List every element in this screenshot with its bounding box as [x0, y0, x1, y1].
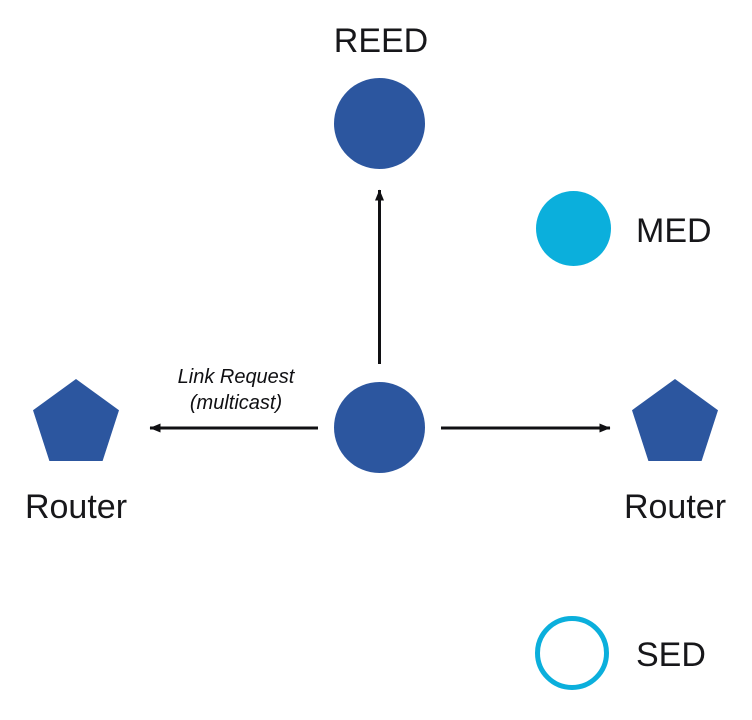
node-source-shape[interactable]	[334, 382, 425, 473]
node-reed-shape[interactable]	[334, 78, 425, 169]
node-label-sed: SED	[636, 636, 706, 674]
edge-labels-group: Link Request (multicast)	[178, 366, 296, 414]
node-label-router-right: Router	[624, 488, 726, 526]
edge-label-link-request-line2: (multicast)	[190, 392, 282, 414]
node-router-right-shape[interactable]	[632, 379, 718, 461]
node-label-med: MED	[636, 212, 712, 250]
edges-group	[149, 189, 611, 433]
edge-label-link-request-line1: Link Request	[178, 366, 296, 388]
node-router-left-shape[interactable]	[33, 379, 119, 461]
node-label-router-left: Router	[25, 488, 127, 526]
node-label-reed: REED	[334, 22, 428, 60]
node-med-shape[interactable]	[536, 191, 611, 266]
node-labels-group: REED MED SED Router Router	[25, 22, 726, 674]
node-sed-shape[interactable]	[535, 616, 609, 690]
nodes-group	[33, 78, 718, 690]
